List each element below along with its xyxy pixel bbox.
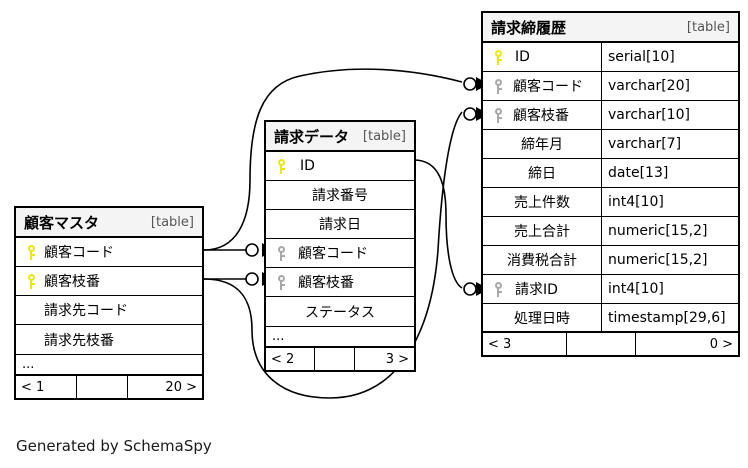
key-icon-foreign bbox=[489, 78, 507, 94]
table-row[interactable]: ステータス bbox=[266, 297, 414, 326]
column-name: 顧客枝番 bbox=[513, 108, 569, 124]
column-type: int4[10] bbox=[601, 188, 738, 216]
table-kind-label: [table] bbox=[362, 128, 406, 144]
table-row[interactable]: 顧客枝番 varchar[10] bbox=[483, 101, 738, 130]
table-kind-label: [table] bbox=[150, 214, 194, 230]
table-row[interactable]: 請求先枝番 bbox=[16, 325, 202, 354]
table-invoice-data[interactable]: 請求データ [table] ID 請求番号 請求日 bbox=[264, 120, 416, 372]
table-row[interactable]: ID bbox=[266, 152, 414, 181]
footer-middle bbox=[567, 333, 636, 355]
table-row[interactable]: 顧客コード varchar[20] bbox=[483, 72, 738, 101]
footer-parent-count[interactable]: < 3 bbox=[483, 333, 568, 355]
footer-parent-count[interactable]: < 2 bbox=[266, 348, 315, 370]
footer-child-count[interactable]: 0 > bbox=[709, 336, 733, 352]
table-title: 請求締履歴 bbox=[491, 18, 567, 37]
table-row[interactable]: 請求ID int4[10] bbox=[483, 275, 738, 304]
table-row[interactable]: 顧客枝番 bbox=[16, 267, 202, 296]
column-name: 請求ID bbox=[515, 282, 558, 298]
footer-child-count[interactable]: 20 > bbox=[165, 379, 197, 395]
more-columns-indicator: ... bbox=[266, 326, 414, 348]
column-name: 顧客コード bbox=[44, 245, 114, 261]
key-icon-foreign bbox=[489, 107, 507, 123]
footer-middle bbox=[77, 376, 128, 398]
generated-by-caption: Generated by SchemaSpy bbox=[16, 437, 212, 455]
column-type: numeric[15,2] bbox=[601, 217, 738, 245]
table-kind-label: [table] bbox=[686, 19, 730, 35]
table-row[interactable]: 請求番号 bbox=[266, 181, 414, 210]
column-name: 顧客枝番 bbox=[44, 274, 100, 290]
table-row[interactable]: 売上件数 int4[10] bbox=[483, 188, 738, 217]
table-row[interactable]: ID serial[10] bbox=[483, 43, 738, 72]
column-name: 締日 bbox=[528, 166, 556, 182]
table-customer-master[interactable]: 顧客マスタ [table] 顧客コード 顧客枝番 請求先コード bbox=[14, 206, 204, 400]
key-icon-foreign bbox=[272, 274, 290, 290]
column-name: ステータス bbox=[305, 304, 375, 321]
column-name: 処理日時 bbox=[514, 310, 570, 327]
table-header: 請求締履歴 [table] bbox=[483, 13, 738, 43]
table-header: 顧客マスタ [table] bbox=[16, 208, 202, 238]
table-row[interactable]: 処理日時 timestamp[29,6] bbox=[483, 304, 738, 333]
column-name: ID bbox=[515, 49, 530, 65]
table-row[interactable]: 請求日 bbox=[266, 210, 414, 239]
table-row[interactable]: 請求先コード bbox=[16, 296, 202, 325]
table-footer: < 3 0 > bbox=[483, 333, 738, 355]
footer-parent-count[interactable]: < 1 bbox=[16, 376, 78, 398]
column-name: 請求先枝番 bbox=[44, 332, 114, 349]
table-row[interactable]: 売上合計 numeric[15,2] bbox=[483, 217, 738, 246]
column-type: varchar[7] bbox=[601, 130, 738, 158]
edge-invoice-id-to-closing-history bbox=[413, 159, 463, 289]
key-icon-primary bbox=[22, 244, 40, 260]
column-name: 売上合計 bbox=[514, 224, 570, 240]
column-type: timestamp[29,6] bbox=[601, 304, 738, 331]
key-icon-primary bbox=[489, 49, 507, 65]
column-type: serial[10] bbox=[601, 43, 738, 71]
footer-middle bbox=[315, 348, 355, 370]
table-title: 請求データ bbox=[274, 127, 350, 146]
endpoint-circle bbox=[245, 243, 259, 257]
table-row[interactable]: 顧客コード bbox=[16, 238, 202, 267]
table-row[interactable]: 締日 date[13] bbox=[483, 159, 738, 188]
key-icon-primary bbox=[22, 273, 40, 289]
footer-child-count[interactable]: 3 > bbox=[385, 351, 409, 367]
endpoint-circle bbox=[463, 77, 477, 91]
table-invoice-closing-history[interactable]: 請求締履歴 [table] ID serial[10] 顧客コード varcha… bbox=[481, 11, 740, 357]
column-name: ID bbox=[300, 158, 315, 174]
table-header: 請求データ [table] bbox=[266, 122, 414, 152]
column-type: numeric[15,2] bbox=[601, 246, 738, 274]
column-name: 顧客枝番 bbox=[298, 275, 354, 291]
column-name: 消費税合計 bbox=[507, 253, 577, 269]
column-type: date[13] bbox=[601, 159, 738, 187]
table-title: 顧客マスタ bbox=[24, 213, 100, 232]
table-footer: < 1 20 > bbox=[16, 376, 202, 398]
endpoint-circle bbox=[245, 272, 259, 286]
column-name: 請求日 bbox=[319, 217, 361, 233]
table-row[interactable]: 消費税合計 numeric[15,2] bbox=[483, 246, 738, 275]
column-name: 顧客コード bbox=[298, 246, 368, 262]
column-name: 請求先コード bbox=[44, 303, 128, 319]
column-name: 締年月 bbox=[521, 137, 563, 153]
column-name: 請求番号 bbox=[312, 188, 368, 204]
more-columns-indicator: ... bbox=[16, 354, 202, 376]
table-row[interactable]: 顧客コード bbox=[266, 239, 414, 268]
table-row[interactable]: 顧客枝番 bbox=[266, 268, 414, 297]
endpoint-circle bbox=[463, 107, 477, 121]
endpoint-circle bbox=[463, 282, 477, 296]
column-name: 顧客コード bbox=[513, 79, 583, 95]
table-footer: < 2 3 > bbox=[266, 348, 414, 370]
column-type: varchar[10] bbox=[601, 101, 738, 129]
key-icon-foreign bbox=[272, 245, 290, 261]
column-type: int4[10] bbox=[601, 275, 738, 303]
key-icon-primary bbox=[272, 158, 290, 174]
column-name: 売上件数 bbox=[514, 195, 570, 211]
table-row[interactable]: 締年月 varchar[7] bbox=[483, 130, 738, 159]
key-icon-foreign bbox=[489, 281, 507, 297]
column-type: varchar[20] bbox=[601, 72, 738, 100]
